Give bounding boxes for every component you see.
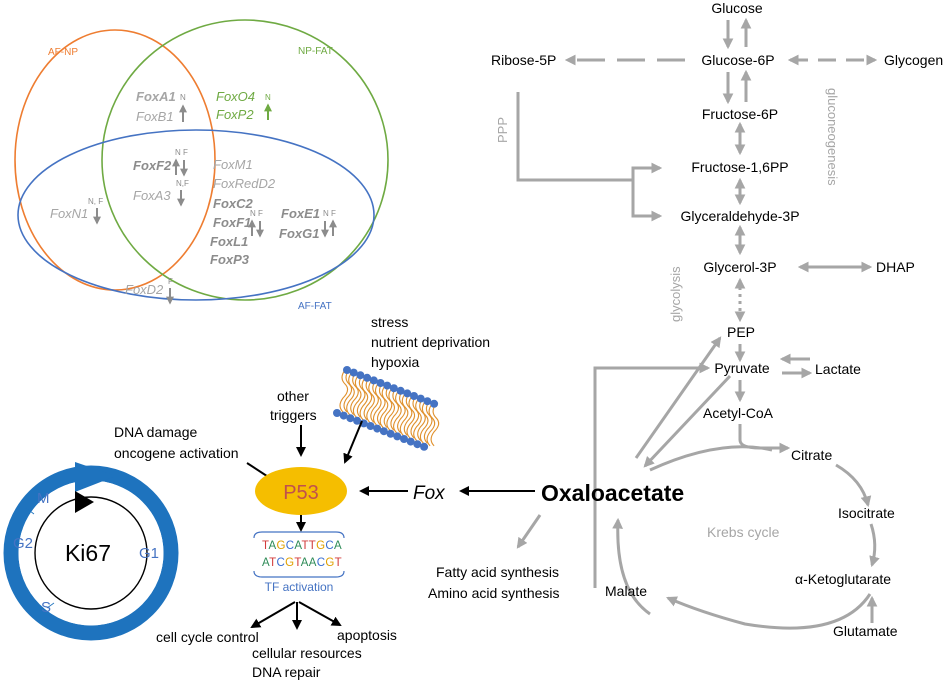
gene-foxg1: FoxG1 — [279, 226, 319, 241]
ki67-label: Ki67 — [65, 540, 111, 566]
met-glucose: Glucose — [711, 0, 763, 16]
met-glucose-6p: Glucose-6P — [701, 52, 774, 68]
met-glyceraldehyde-3p: Glyceraldehyde-3P — [680, 208, 799, 224]
glycolysis-label: glycolysis — [668, 266, 683, 322]
met-lactate: Lactate — [815, 361, 861, 377]
dna-sequence-top: TAGCATTGCA — [262, 540, 342, 552]
mark-foxa3: N,F — [176, 179, 189, 188]
phase-s: S — [41, 599, 51, 616]
dna-sequence-bottom: ATCGTAACGT — [262, 557, 342, 569]
trigger-hypoxia: hypoxia — [371, 354, 419, 370]
cell-cycle-wheel: Ki67 M G1 G2 S — [3, 462, 179, 641]
ppp-label: PPP — [495, 117, 510, 143]
outcome-apoptosis: apoptosis — [337, 627, 397, 643]
venn-af-fat-circle — [17, 129, 375, 301]
met-glycogen: Glycogen — [884, 52, 943, 68]
met-citrate: Citrate — [791, 447, 832, 463]
met-isocitrate: Isocitrate — [838, 505, 895, 521]
outcome-cell-cycle: cell cycle control — [156, 629, 259, 645]
tf-activation-label: TF activation — [265, 580, 334, 594]
met-glutamate: Glutamate — [833, 623, 898, 639]
met-ribose-5p: Ribose-5P — [491, 52, 556, 68]
gene-foxb1: FoxB1 — [136, 109, 174, 124]
met-fructose-16pp: Fructose-1,6PP — [691, 159, 788, 175]
gene-foxredd2: FoxRedD2 — [213, 176, 276, 191]
met-amino-acid: Amino acid synthesis — [428, 585, 560, 601]
gene-foxa1: FoxA1 — [136, 89, 176, 104]
gene-foxf2: FoxF2 — [133, 158, 172, 173]
outcome-arrows — [250, 601, 342, 630]
trigger-stress: stress — [371, 314, 408, 330]
met-akg: α-Ketoglutarate — [795, 571, 891, 587]
met-pep: PEP — [727, 324, 755, 340]
p53-label: P53 — [283, 482, 319, 504]
met-pyruvate: Pyruvate — [714, 360, 769, 376]
cycle-direction-arrow-icon — [75, 462, 116, 492]
gluconeogenesis-label: gluconeogenesis — [825, 88, 840, 186]
krebs-cycle-label: Krebs cycle — [707, 524, 780, 540]
met-malate: Malate — [605, 583, 647, 599]
dna-icon: TAGCATTGCA ATCGTAACGT TF activation — [253, 531, 345, 594]
met-fructose-6p: Fructose-6P — [702, 106, 778, 122]
met-dhap: DHAP — [876, 259, 915, 275]
mark-foxn1: N, F — [88, 197, 103, 206]
gene-foxl1: FoxL1 — [210, 234, 248, 249]
venn-diagram: AF-NP NP-FAT AF-FAT FoxA1 FoxB1 N FoxO4 … — [14, 19, 389, 312]
gene-foxc2: FoxC2 — [213, 196, 254, 211]
trigger-oncogene: oncogene activation — [114, 445, 239, 461]
gene-foxo4: FoxO4 — [216, 89, 255, 104]
trigger-nutrient: nutrient deprivation — [371, 334, 490, 350]
mark-foxa1: N — [180, 93, 186, 102]
gene-foxp2: FoxP2 — [216, 107, 254, 122]
trigger-dna-damage: DNA damage — [114, 424, 197, 440]
gene-foxn1: FoxN1 — [50, 206, 88, 221]
outcome-repair: DNA repair — [252, 664, 321, 680]
mark-foxd2: F — [168, 277, 173, 286]
triggers: stress nutrient deprivation hypoxia othe… — [114, 314, 490, 461]
p53-node — [255, 467, 347, 515]
gene-foxp3: FoxP3 — [210, 252, 250, 267]
fox-label: Fox — [413, 483, 446, 504]
ki67-arrow-icon — [75, 491, 94, 513]
gene-foxm1: FoxM1 — [213, 157, 253, 172]
met-oxaloacetate: Oxaloacetate — [541, 480, 684, 506]
mark-foxf1: N F — [250, 209, 263, 218]
mark-foxe1: N F — [323, 209, 336, 218]
met-acetyl-coa: Acetyl-CoA — [703, 405, 774, 421]
trigger-other-2: triggers — [270, 407, 317, 423]
phase-g2: G2 — [13, 535, 33, 552]
outcome-resources: cellular resources — [252, 645, 362, 661]
met-glycerol-3p: Glycerol-3P — [703, 259, 776, 275]
gene-foxe1: FoxE1 — [281, 206, 320, 221]
venn-np-fat-circle — [101, 19, 389, 301]
phase-g1: G1 — [139, 545, 159, 562]
metabolites: Glucose Glucose-6P Ribose-5P Glycogen Fr… — [428, 0, 943, 639]
lipid-bilayer-icon — [333, 366, 440, 451]
mark-foxf2: N F — [175, 148, 188, 157]
mark-foxo4: N — [265, 93, 271, 102]
venn-label-af-np: AF-NP — [48, 47, 78, 58]
venn-label-af-fat: AF-FAT — [298, 301, 332, 312]
pathway-arrows — [516, 17, 880, 630]
gene-foxf1: FoxF1 — [213, 215, 251, 230]
met-fatty-acid: Fatty acid synthesis — [436, 564, 559, 580]
venn-label-np-fat: NP-FAT — [298, 46, 333, 57]
gene-foxd2: FoxD2 — [125, 282, 164, 297]
gene-foxa3: FoxA3 — [133, 188, 171, 203]
trigger-other-1: other — [277, 388, 309, 404]
phase-m: M — [37, 490, 50, 507]
